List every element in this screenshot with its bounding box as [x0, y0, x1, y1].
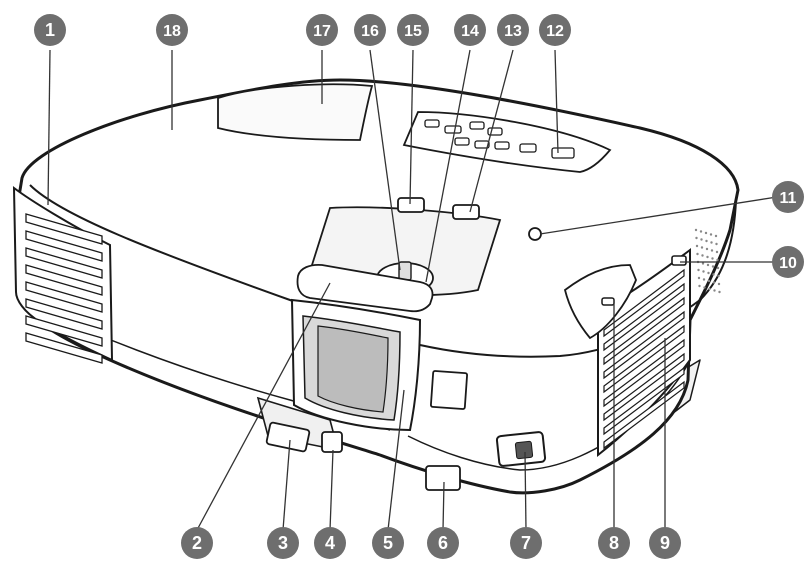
side-panel: [563, 264, 637, 340]
callout-number: 18: [163, 23, 181, 40]
right-vent-slats: [603, 268, 685, 450]
panel-button-1: [424, 119, 440, 128]
callout-number: 15: [404, 23, 422, 40]
callout-badge-circle: [314, 527, 346, 559]
callout-number: 10: [779, 255, 797, 272]
callout-number: 13: [504, 23, 522, 40]
callout-10: 10: [772, 246, 804, 278]
callout-badge-circle: [772, 181, 804, 213]
av-mute-slide: [296, 263, 434, 313]
callout-badge-circle: [267, 527, 299, 559]
panel-button-2: [444, 125, 462, 134]
remote-sensor-window: [430, 370, 468, 410]
callout-6: 6: [427, 527, 459, 559]
lens-assembly: [290, 298, 422, 432]
indicator-11: [528, 227, 542, 241]
panel-button-6: [474, 140, 490, 149]
callout-number: 3: [278, 533, 288, 553]
callout-number: 5: [383, 533, 393, 553]
lamp-cover: [217, 83, 374, 141]
leader-lines: [47, 49, 778, 531]
callout-badge-circle: [598, 527, 630, 559]
callout-badge-circle: [427, 527, 459, 559]
callout-badge-circle: [497, 14, 529, 46]
panel-button-8: [519, 143, 537, 153]
callout-14: 14: [454, 14, 486, 46]
top-surface-edge: [29, 184, 737, 358]
callout-13: 13: [497, 14, 529, 46]
panel-button-3: [469, 121, 485, 130]
callout-number: 9: [660, 533, 670, 553]
power-button-panel: [495, 431, 547, 467]
callout-badge-circle: [306, 14, 338, 46]
callout-number: 4: [325, 533, 335, 553]
callout-badge-circle: [510, 527, 542, 559]
callout-badge-circle: [372, 527, 404, 559]
callout-7: 7: [510, 527, 542, 559]
rear-foot-6: [425, 465, 461, 491]
port-8: [601, 297, 615, 306]
callout-badge-circle: [539, 14, 571, 46]
callout-badge-circle: [181, 527, 213, 559]
callout-1: 1: [34, 14, 66, 46]
callout-badge-circle: [772, 246, 804, 278]
callout-badge-circle: [649, 527, 681, 559]
foot-4: [321, 431, 343, 453]
callout-16: 16: [354, 14, 386, 46]
callout-11: 11: [772, 181, 804, 213]
callout-badge-circle: [156, 14, 188, 46]
callout-2: 2: [181, 527, 213, 559]
callout-badge-circle: [34, 14, 66, 46]
callout-number: 8: [609, 533, 619, 553]
callout-badge-circle: [354, 14, 386, 46]
port-10: [671, 255, 687, 266]
left-air-vent: [12, 185, 114, 364]
left-vent-slats: [25, 213, 103, 364]
callout-number: 6: [438, 533, 448, 553]
callout-badge-circle: [397, 14, 429, 46]
callout-5: 5: [372, 527, 404, 559]
callout-17: 17: [306, 14, 338, 46]
panel-button-5: [454, 137, 470, 146]
speaker-grille: [694, 228, 721, 294]
callout-18: 18: [156, 14, 188, 46]
front-foot-assembly: [256, 396, 343, 453]
callout-number: 17: [313, 23, 331, 40]
callout-15: 15: [397, 14, 429, 46]
callout-number: 11: [780, 190, 797, 207]
callout-number: 12: [546, 23, 564, 40]
callout-badge-circle: [454, 14, 486, 46]
callout-3: 3: [267, 527, 299, 559]
callout-8: 8: [598, 527, 630, 559]
callout-12: 12: [539, 14, 571, 46]
callout-number: 1: [45, 20, 55, 40]
button-13: [452, 204, 480, 220]
button-15: [397, 197, 425, 213]
callout-9: 9: [649, 527, 681, 559]
callout-number: 2: [192, 533, 202, 553]
foot-lever-3: [265, 421, 311, 453]
callout-number: 7: [521, 533, 531, 553]
callout-number: 14: [461, 23, 479, 40]
panel-button-7: [494, 141, 510, 150]
panel-button-9: [551, 147, 575, 159]
callout-number: 16: [361, 23, 379, 40]
callout-4: 4: [314, 527, 346, 559]
